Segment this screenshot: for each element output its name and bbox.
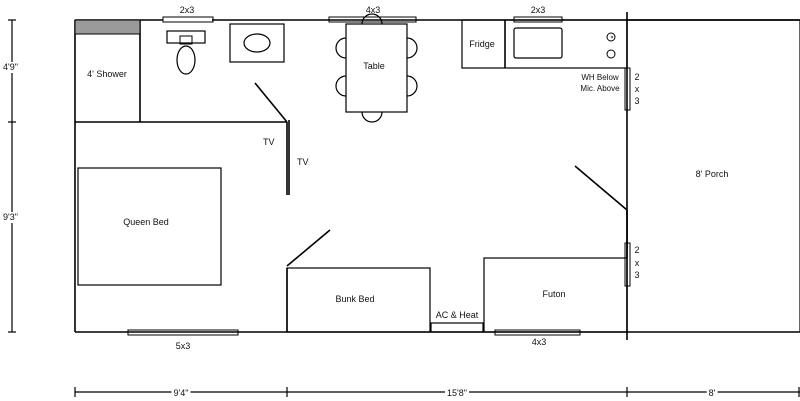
- bunk-bed: [286, 267, 431, 333]
- toilet-seat: [179, 35, 193, 45]
- window-top-bath-frame: [162, 16, 214, 23]
- kitchen-counter: [461, 19, 628, 69]
- window-label-top-bath: 2x3: [179, 5, 195, 15]
- label-table: Table: [363, 61, 385, 71]
- label-shower: 4' Shower: [87, 69, 127, 79]
- dining-table: [345, 23, 408, 113]
- bath-sink-basin: [243, 33, 271, 53]
- toilet-tank: [166, 30, 206, 44]
- chair-top: [361, 13, 383, 25]
- stove-burner-3: [610, 35, 614, 39]
- chair-right-1: [406, 37, 418, 59]
- ac-heat-box: [430, 322, 484, 333]
- label-porch: 8' Porch: [695, 169, 729, 179]
- label-bunk-bed: Bunk Bed: [335, 294, 375, 304]
- window-top-kitchen-frame: [513, 16, 563, 23]
- chair-bottom: [361, 111, 383, 123]
- window-bottom-left-frame: [127, 329, 239, 336]
- label-ac-heat: AC & Heat: [435, 310, 479, 320]
- bunk-door: [286, 229, 331, 267]
- label-tv-1: TV: [263, 137, 275, 147]
- kitchen-sink: [513, 27, 563, 59]
- window-side-lower-frame: [624, 242, 631, 287]
- window-label-side-lower-1: 2: [634, 245, 640, 255]
- window-label-bottom-right: 4x3: [531, 337, 547, 347]
- chair-right-2: [406, 75, 418, 97]
- dim-label-bottom-right: 8': [706, 388, 718, 399]
- dim-label-left-lower: 9'3": [3, 212, 18, 223]
- chair-left-1: [335, 37, 347, 59]
- label-futon: Futon: [542, 289, 566, 299]
- window-top-table-frame: [328, 16, 417, 23]
- dim-label-bottom-left: 9'4": [171, 388, 191, 399]
- window-bottom-right-frame: [494, 329, 581, 336]
- dim-label-bottom-mid: 15'8": [445, 388, 469, 399]
- dim-label-left-upper: 4'9": [3, 62, 18, 73]
- toilet-bowl: [176, 45, 196, 75]
- window-label-side-lower-2: x: [634, 258, 640, 268]
- window-label-side-upper-3: 3: [634, 96, 640, 106]
- bath-sink-counter: [229, 23, 285, 63]
- stove-burner-2: [606, 49, 616, 59]
- window-label-side-upper-2: x: [634, 84, 640, 94]
- window-label-bottom-left: 5x3: [175, 341, 191, 351]
- window-side-upper-frame: [624, 67, 631, 111]
- window-label-top-table: 4x3: [365, 5, 381, 15]
- window-label-side-lower-3: 3: [634, 270, 640, 280]
- stove-burner-1: [606, 32, 616, 42]
- entry-door: [574, 165, 628, 211]
- window-label-top-kitchen: 2x3: [530, 5, 546, 15]
- label-mic-above: Mic. Above: [580, 84, 620, 93]
- shower-bar: [74, 19, 141, 35]
- futon: [483, 257, 628, 333]
- chair-left-2: [335, 75, 347, 97]
- label-fridge: Fridge: [469, 39, 495, 49]
- label-tv-2: TV: [297, 157, 309, 167]
- queen-bed: [77, 167, 222, 286]
- label-wh-below: WH Below: [581, 73, 619, 82]
- bath-door: [254, 82, 288, 123]
- window-label-side-upper-1: 2: [634, 72, 640, 82]
- label-queen-bed: Queen Bed: [123, 217, 169, 227]
